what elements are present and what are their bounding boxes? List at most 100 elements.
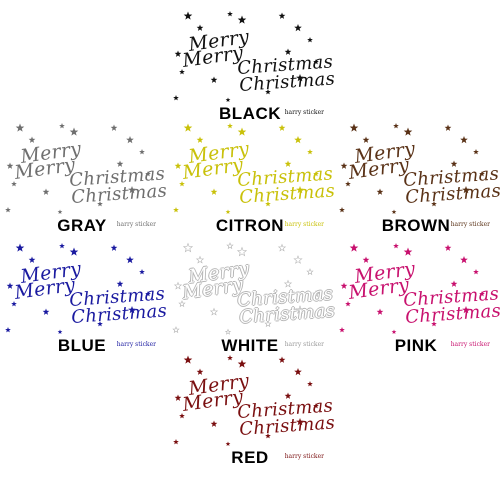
- star-icon: [210, 188, 218, 195]
- star-icon: [284, 48, 292, 55]
- variant-gray: Merry Merry Christmas Christmas harry st…: [2, 120, 168, 250]
- star-icon: [312, 290, 320, 298]
- star-icon: [224, 328, 232, 335]
- star-icon: [110, 124, 118, 131]
- star-icon: [42, 308, 50, 315]
- star-icon: [195, 255, 205, 264]
- brand-mark: harry sticker: [450, 341, 490, 348]
- star-icon: [431, 321, 437, 327]
- color-label: WHITE: [221, 336, 279, 355]
- brand-mark: harry sticker: [450, 221, 490, 228]
- star-icon: [265, 201, 271, 207]
- star-icon: [227, 11, 233, 17]
- star-icon: [313, 59, 319, 65]
- stars-decoration: [339, 123, 485, 215]
- stars-decoration: [5, 123, 151, 215]
- star-icon: [173, 281, 183, 290]
- star-icon: [473, 269, 479, 275]
- star-icon: [174, 162, 182, 169]
- star-icon: [265, 89, 271, 95]
- star-icon: [462, 186, 470, 194]
- star-icon: [139, 269, 145, 275]
- star-icon: [340, 282, 348, 289]
- star-icon: [284, 160, 292, 167]
- star-icon: [284, 392, 292, 399]
- star-icon: [196, 24, 204, 31]
- star-icon: [225, 209, 231, 215]
- stars-decoration: [173, 11, 319, 103]
- star-icon: [296, 186, 304, 194]
- star-icon: [339, 327, 345, 333]
- star-icon: [444, 124, 452, 131]
- star-icon: [403, 127, 413, 136]
- star-icon: [237, 15, 247, 24]
- star-icon: [139, 149, 145, 155]
- star-icon: [376, 308, 384, 315]
- star-icon: [173, 207, 179, 213]
- star-icon: [431, 201, 437, 207]
- star-icon: [182, 242, 194, 253]
- star-icon: [362, 256, 370, 263]
- star-icon: [173, 439, 179, 445]
- star-icon: [59, 243, 65, 249]
- star-icon: [236, 246, 248, 257]
- star-icon: [28, 256, 36, 263]
- star-icon: [5, 327, 11, 333]
- brand-mark: harry sticker: [284, 221, 324, 228]
- star-icon: [349, 123, 359, 132]
- color-label: GRAY: [57, 216, 107, 235]
- star-icon: [210, 76, 218, 83]
- star-icon: [126, 136, 134, 144]
- brand-mark: harry sticker: [284, 453, 324, 460]
- star-icon: [313, 403, 319, 409]
- star-icon: [340, 162, 348, 169]
- variant-pink: Merry Merry Christmas Christmas harry st…: [336, 240, 500, 370]
- star-icon: [174, 50, 182, 57]
- star-icon: [460, 256, 468, 264]
- star-icon: [345, 301, 351, 307]
- star-icon: [227, 123, 233, 129]
- star-icon: [225, 97, 231, 103]
- star-icon: [265, 433, 271, 439]
- star-icon: [178, 300, 186, 308]
- star-icon: [306, 268, 314, 276]
- stars-decoration: [173, 123, 319, 215]
- color-label: BLACK: [219, 104, 281, 123]
- star-icon: [277, 243, 287, 252]
- star-icon: [307, 381, 313, 387]
- star-icon: [393, 243, 399, 249]
- star-icon: [226, 242, 234, 250]
- star-icon: [479, 291, 485, 297]
- star-icon: [313, 171, 319, 177]
- star-icon: [15, 123, 25, 132]
- brand-mark: harry sticker: [284, 341, 324, 348]
- star-icon: [473, 149, 479, 155]
- star-icon: [237, 127, 247, 136]
- star-icon: [116, 160, 124, 167]
- stars-decoration: [5, 243, 151, 335]
- star-icon: [294, 368, 302, 376]
- star-icon: [210, 420, 218, 427]
- star-icon: [209, 307, 219, 316]
- stars-decoration: [339, 243, 485, 335]
- star-icon: [179, 413, 185, 419]
- star-icon: [295, 305, 305, 314]
- star-icon: [179, 181, 185, 187]
- star-icon: [69, 247, 79, 256]
- star-icon: [57, 209, 63, 215]
- star-icon: [97, 201, 103, 207]
- star-icon: [227, 355, 233, 361]
- star-icon: [173, 95, 179, 101]
- star-icon: [57, 329, 63, 335]
- variant-blue: Merry Merry Christmas Christmas harry st…: [2, 240, 168, 370]
- star-icon: [393, 123, 399, 129]
- star-icon: [462, 306, 470, 314]
- star-icon: [128, 306, 136, 314]
- star-icon: [183, 123, 193, 132]
- color-label: BROWN: [381, 216, 451, 235]
- color-label: BLUE: [57, 336, 107, 355]
- star-icon: [196, 136, 204, 143]
- star-icon: [264, 320, 272, 328]
- star-icon: [293, 255, 303, 264]
- star-icon: [97, 321, 103, 327]
